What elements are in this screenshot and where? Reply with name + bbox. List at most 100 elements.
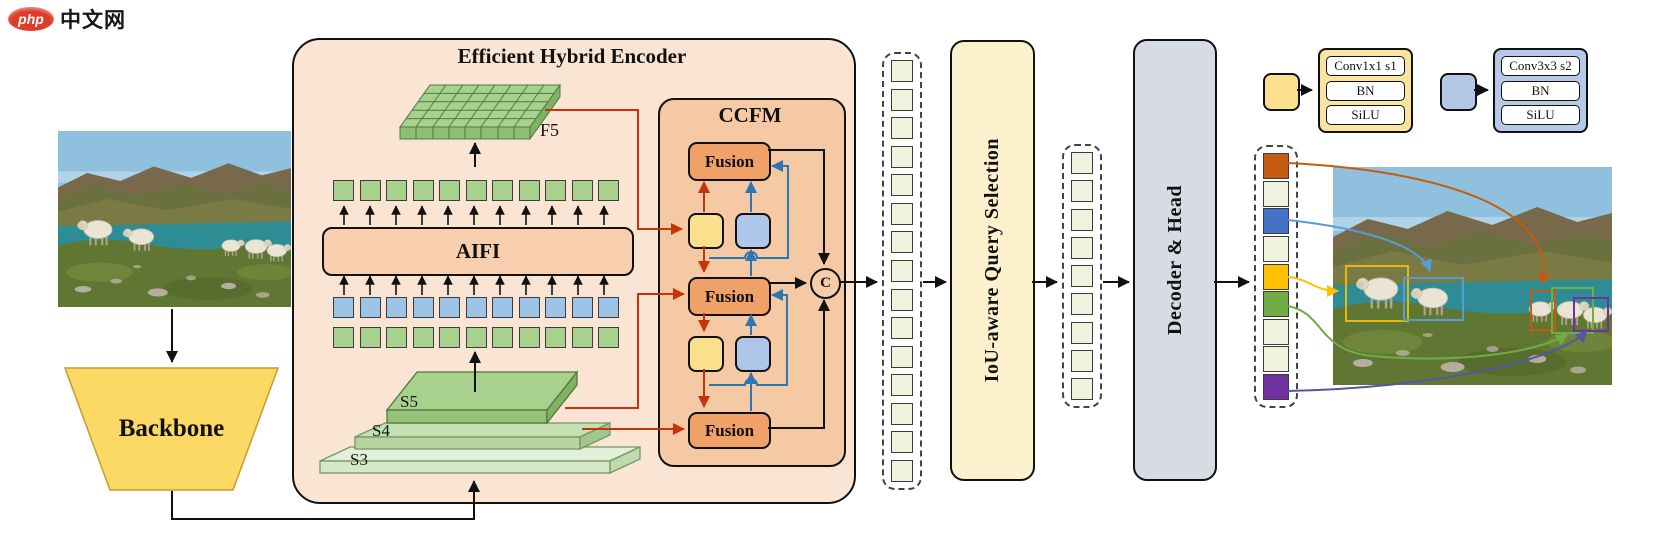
token-square <box>1263 291 1289 318</box>
backbone-block: Backbone <box>118 415 225 442</box>
token-square <box>465 180 487 201</box>
token-square <box>412 180 434 201</box>
encoder-output-token-column <box>882 52 922 490</box>
token-square <box>1263 318 1289 345</box>
s5-label: S5 <box>400 392 418 411</box>
token-square <box>465 297 487 318</box>
token-square <box>891 60 913 82</box>
input-image <box>58 131 291 307</box>
token-square <box>1263 263 1289 290</box>
s3-label: S3 <box>350 450 368 469</box>
token-square <box>1263 235 1289 262</box>
token-square <box>891 374 913 397</box>
token-square <box>1263 346 1289 373</box>
token-square <box>891 117 913 140</box>
token-square <box>1071 293 1093 316</box>
token-square <box>571 180 593 201</box>
token-square <box>891 231 913 254</box>
token-square <box>439 297 460 318</box>
fusion-block-middle: Fusion <box>688 277 771 316</box>
encoder-token-row-blue <box>333 297 619 318</box>
token-square <box>412 297 434 318</box>
legend-blue-chip <box>1440 73 1477 111</box>
token-square <box>1263 374 1289 400</box>
token-square <box>1263 153 1289 179</box>
token-square <box>571 297 593 318</box>
site-logo[interactable]: php 中文网 <box>8 4 126 34</box>
token-square <box>1263 208 1289 235</box>
encoder-title: Efficient Hybrid Encoder <box>457 44 687 68</box>
token-square <box>333 180 354 201</box>
token-square <box>518 297 540 318</box>
token-square <box>891 202 913 225</box>
token-square <box>386 180 407 201</box>
token-square <box>1071 321 1093 344</box>
token-square <box>386 297 407 318</box>
token-square <box>891 288 913 311</box>
token-square <box>545 180 566 201</box>
token-square <box>333 327 354 348</box>
token-square <box>891 88 913 111</box>
s4-label: S4 <box>372 421 390 440</box>
token-square <box>412 327 434 348</box>
token-square <box>891 145 913 168</box>
token-square <box>1071 236 1093 259</box>
fusion-block-bottom: Fusion <box>688 412 771 449</box>
token-square <box>891 402 913 425</box>
token-square <box>1071 180 1093 203</box>
concat-node: C <box>810 268 841 299</box>
token-square <box>439 327 460 348</box>
token-square <box>1071 208 1093 231</box>
token-square <box>891 431 913 454</box>
token-square <box>359 297 381 318</box>
f5-label: F5 <box>540 120 560 140</box>
detection-bbox-blue <box>1403 277 1464 321</box>
output-image <box>1333 167 1612 385</box>
token-square <box>545 297 566 318</box>
token-square <box>492 327 513 348</box>
legend-line: SiLU <box>1501 104 1580 125</box>
token-square <box>492 297 513 318</box>
iou-label: IoU-aware Query Selection <box>981 138 1003 383</box>
encoder-token-row-top <box>333 180 619 201</box>
legend-conv3x3-box: Conv3x3 s2 BN SiLU <box>1493 48 1588 133</box>
fusion-block-top: Fusion <box>688 142 771 181</box>
token-square <box>1263 180 1289 207</box>
token-square <box>598 180 619 201</box>
ccfm-title: CCFM <box>718 103 782 127</box>
site-name: 中文网 <box>60 9 126 32</box>
legend-line: SiLU <box>1326 104 1405 125</box>
token-square <box>891 345 913 368</box>
token-square <box>439 180 460 201</box>
legend-yellow-chip <box>1263 73 1300 111</box>
input-sheep-photo <box>58 131 291 307</box>
token-square <box>1071 349 1093 372</box>
token-square <box>1071 378 1093 400</box>
token-square <box>359 180 381 201</box>
aifi-block: AIFI <box>322 227 634 276</box>
token-square <box>492 180 513 201</box>
legend-line: BN <box>1501 80 1580 101</box>
decoder-label: Decoder & Head <box>1163 185 1186 335</box>
php-logo-badge[interactable]: php <box>8 7 54 31</box>
token-square <box>571 327 593 348</box>
token-square <box>891 459 913 482</box>
token-square <box>891 174 913 197</box>
conv3x3-block <box>735 213 771 249</box>
conv1x1-block <box>688 336 724 372</box>
token-square <box>1071 152 1093 174</box>
token-square <box>891 317 913 340</box>
decoder-output-column <box>1254 145 1298 408</box>
detection-bbox-yellow <box>1345 265 1409 322</box>
encoder-token-row-green <box>333 327 619 348</box>
legend-line: Conv1x1 s1 <box>1326 56 1405 77</box>
selected-query-column <box>1062 144 1102 408</box>
legend-line: Conv3x3 s2 <box>1501 56 1580 77</box>
conv3x3-block <box>735 336 771 372</box>
token-square <box>333 297 354 318</box>
token-square <box>891 259 913 282</box>
token-square <box>1071 265 1093 287</box>
token-square <box>598 297 619 318</box>
